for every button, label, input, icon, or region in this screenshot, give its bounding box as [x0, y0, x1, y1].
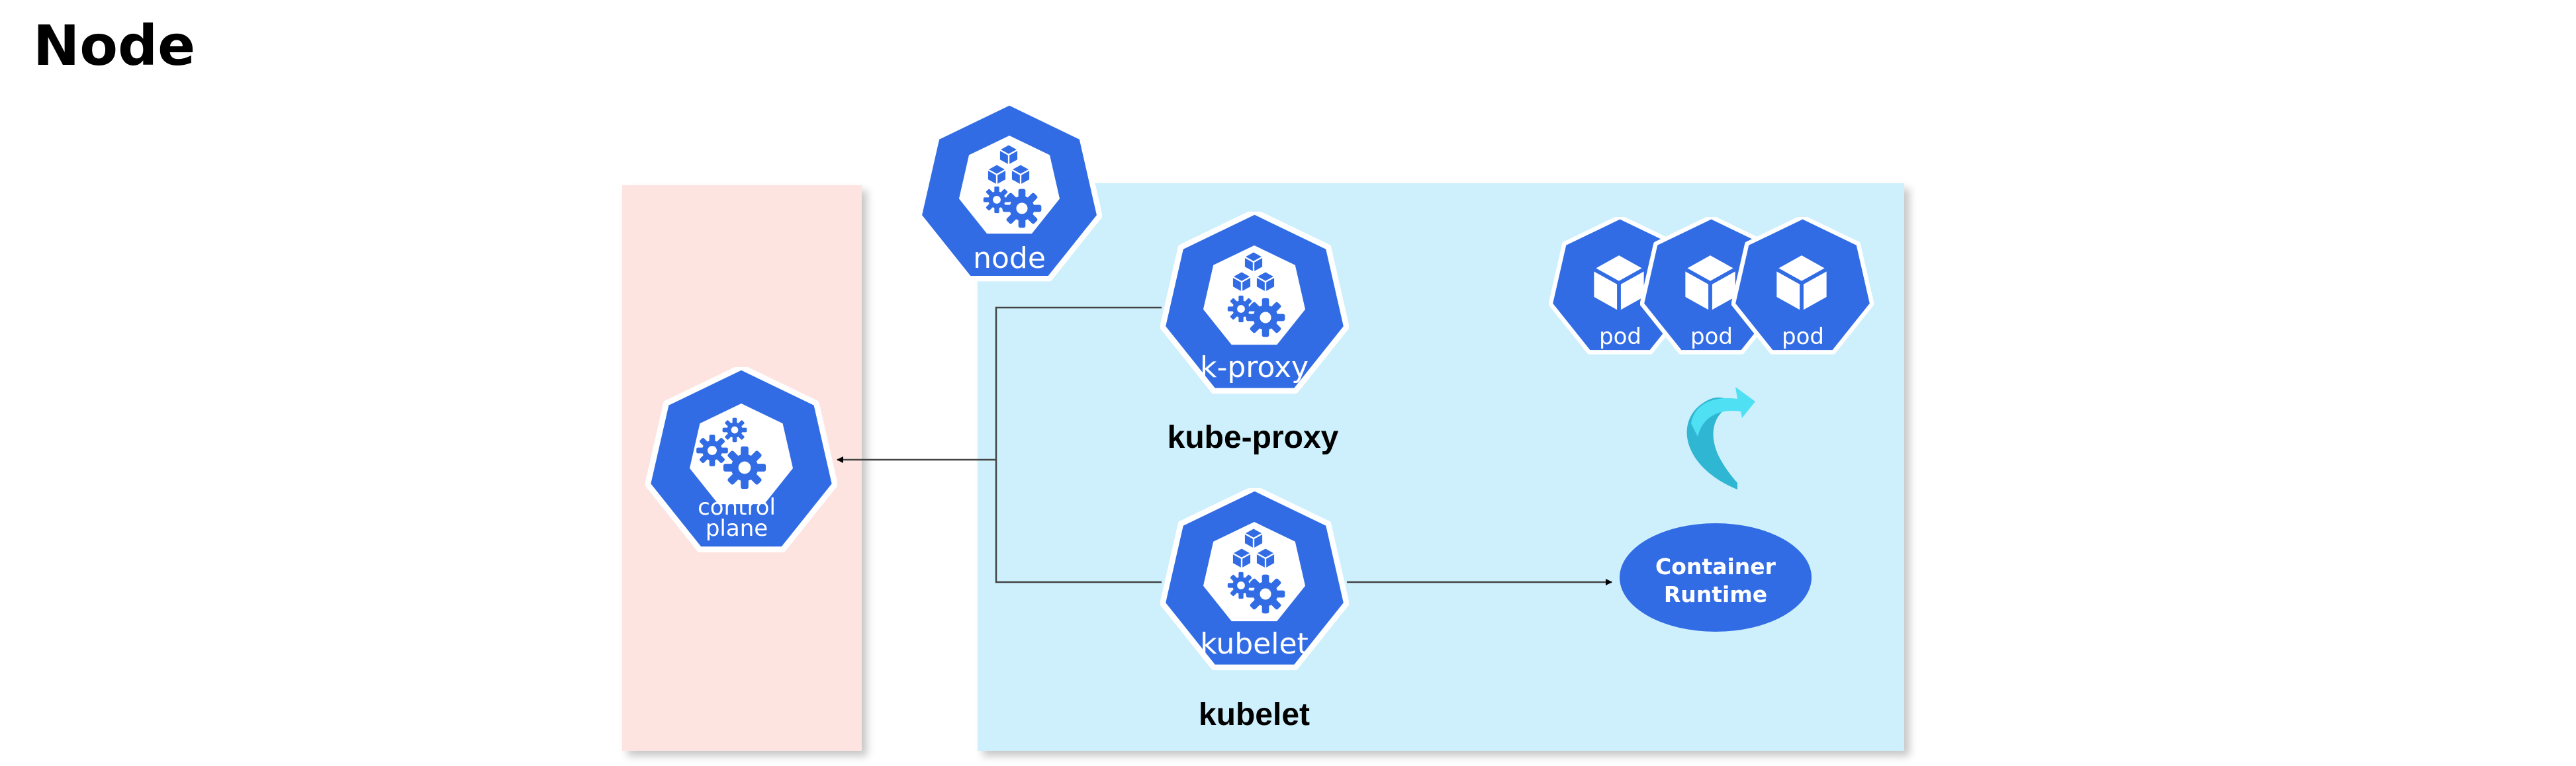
curved-arrow-icon — [1686, 387, 1755, 489]
kubelet-icon-label: kubelet — [1200, 627, 1309, 661]
proxy-kubelet-bracket — [995, 306, 1162, 583]
kube-proxy-icon[interactable]: k-proxy — [1163, 212, 1347, 391]
node-icon[interactable]: node — [919, 103, 1100, 278]
kubelet-icon[interactable]: kubelet — [1163, 488, 1347, 667]
control-plane-icon[interactable]: control plane — [648, 367, 835, 550]
control-plane-label-1: control — [698, 494, 776, 521]
kube-proxy-caption: kube-proxy — [1168, 420, 1339, 455]
container-runtime[interactable]: Container Runtime — [1620, 523, 1812, 632]
pod-icon[interactable]: pod — [1733, 217, 1872, 352]
kubelet-caption: kubelet — [1199, 697, 1310, 732]
pod-label: pod — [1782, 323, 1824, 350]
pod-label: pod — [1599, 323, 1641, 350]
pod-icon[interactable]: pod — [1642, 217, 1781, 352]
container-runtime-label-1: Container — [1655, 554, 1776, 579]
pod-label: pod — [1690, 323, 1733, 350]
page-title: Node — [33, 13, 196, 78]
container-runtime-label-2: Runtime — [1664, 581, 1767, 607]
kube-proxy-icon-label: k-proxy — [1200, 351, 1309, 384]
pod-icon[interactable]: pod — [1551, 217, 1690, 352]
control-plane-label-2: plane — [706, 515, 768, 542]
node-label: node — [973, 241, 1046, 275]
connectors — [837, 306, 1612, 585]
